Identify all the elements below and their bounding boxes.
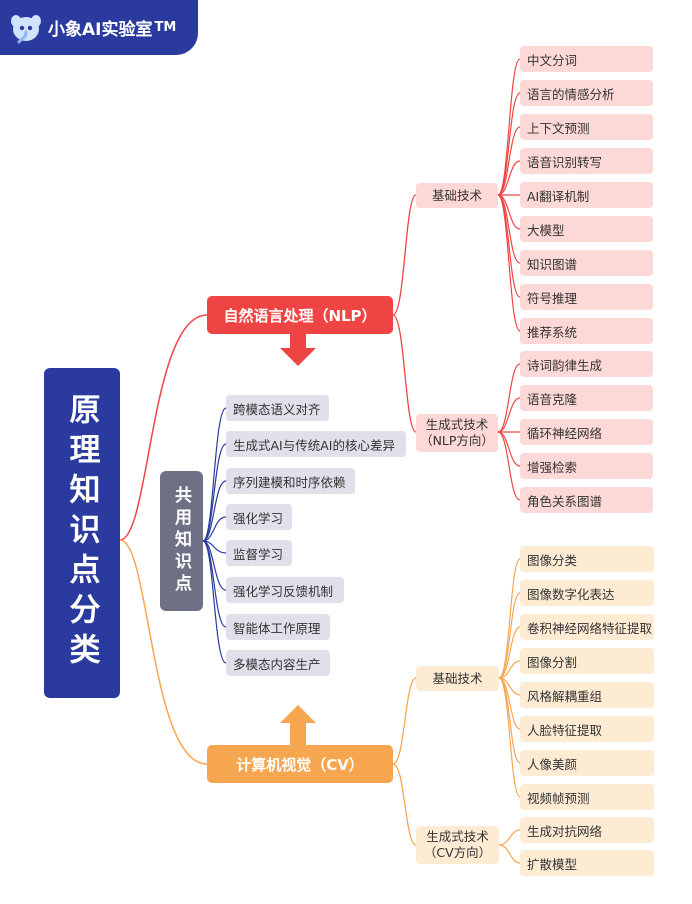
nlp-basic-item: 中文分词 xyxy=(520,46,653,72)
cv-basic-item: 人脸特征提取 xyxy=(520,716,654,742)
nlp-basic-item: 推荐系统 xyxy=(520,318,653,344)
brand-name: 小象AI实验室 xyxy=(48,20,153,40)
common-item: 监督学习 xyxy=(226,540,292,566)
cv-generative-label-1: 生成式技术 xyxy=(426,829,489,844)
cv-basic-item: 图像数字化表达 xyxy=(520,580,654,606)
nlp-generative-item: 角色关系图谱 xyxy=(520,487,653,513)
mascot-icon xyxy=(11,14,41,43)
arrow-up-icon xyxy=(280,705,316,745)
common-item: 序列建模和时序依赖 xyxy=(226,468,355,494)
cv-basic-item: 图像分类 xyxy=(520,546,654,572)
nlp-basic-item: 符号推理 xyxy=(520,284,653,310)
arrow-down-icon xyxy=(280,334,316,366)
common-item: 跨模态语义对齐 xyxy=(226,395,329,421)
branch-nlp: 自然语言处理（NLP） xyxy=(207,296,393,334)
common-item: 强化学习反馈机制 xyxy=(226,577,344,603)
cv-generative-label-2: （CV方向） xyxy=(423,845,492,860)
nlp-basic-item: 语言的情感分析 xyxy=(520,80,653,106)
cv-basic-item: 卷积神经网络特征提取 xyxy=(520,614,654,640)
nlp-generative-item: 循环神经网络 xyxy=(520,419,653,445)
trademark: TM xyxy=(154,20,177,35)
nlp-basic-item: 语音识别转写 xyxy=(520,148,653,174)
cv-generative-node: 生成式技术 （CV方向） xyxy=(416,826,499,864)
nlp-basic-label: 基础技术 xyxy=(431,187,482,203)
cv-basic-label: 基础技术 xyxy=(432,670,483,686)
cv-basic-item: 人像美颜 xyxy=(520,750,654,776)
nlp-basic-item: 知识图谱 xyxy=(520,250,653,276)
common-item: 智能体工作原理 xyxy=(226,614,330,640)
cv-basic-node: 基础技术 xyxy=(416,666,499,691)
nlp-generative-item: 增强检索 xyxy=(520,453,653,479)
nlp-basic-item: 大模型 xyxy=(520,216,653,242)
root-node: 原理知识点分类 xyxy=(44,368,120,698)
nlp-generative-label-2: （NLP方向） xyxy=(420,433,494,448)
nlp-generative-label-1: 生成式技术 xyxy=(425,417,489,432)
common-item: 强化学习 xyxy=(226,504,292,530)
cv-basic-item: 视频帧预测 xyxy=(520,784,654,810)
nlp-generative-item: 语音克隆 xyxy=(520,385,653,411)
nlp-generative-node: 生成式技术 （NLP方向） xyxy=(416,414,498,452)
cv-basic-item: 图像分割 xyxy=(520,648,654,674)
common-item: 生成式AI与传统AI的核心差异 xyxy=(226,431,406,457)
cv-basic-item: 风格解耦重组 xyxy=(520,682,654,708)
branch-common: 共用知识点 xyxy=(160,471,203,611)
nlp-basic-item: AI翻译机制 xyxy=(520,182,653,208)
nlp-basic-node: 基础技术 xyxy=(416,183,498,208)
common-item: 多模态内容生产 xyxy=(226,650,330,676)
nlp-generative-item: 诗词韵律生成 xyxy=(520,351,653,377)
branch-cv: 计算机视觉（CV） xyxy=(207,745,393,783)
cv-generative-item: 扩散模型 xyxy=(520,850,654,876)
nlp-basic-item: 上下文预测 xyxy=(520,114,653,140)
cv-generative-item: 生成对抗网络 xyxy=(520,817,654,843)
